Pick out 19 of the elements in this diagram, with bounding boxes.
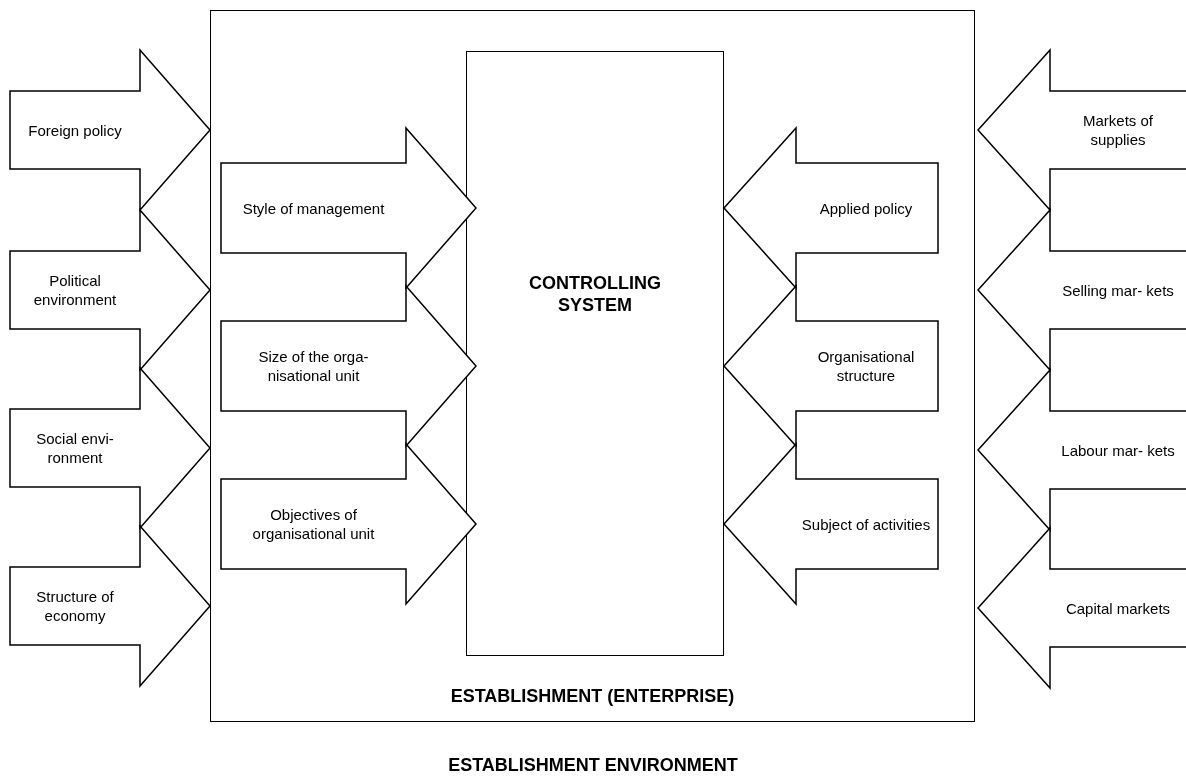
box-title: CONTROLLING SYSTEM bbox=[528, 272, 662, 316]
arrow-label: Capital markets bbox=[1064, 598, 1172, 618]
arrow-label: Labour mar- kets bbox=[1060, 440, 1176, 460]
environment-label: ESTABLISHMENT ENVIRONMENT bbox=[447, 755, 739, 776]
arrow-label: Applied policy bbox=[818, 198, 914, 218]
arrow-label: Subject of activities bbox=[800, 514, 932, 534]
arrow-label: Political environment bbox=[32, 271, 118, 309]
box-title: ESTABLISHMENT (ENTERPRISE) bbox=[449, 685, 736, 707]
arrow-label: Social envi- ronment bbox=[35, 429, 115, 467]
arrow-label: Structure of economy bbox=[35, 587, 115, 625]
arrow-label: Markets of supplies bbox=[1082, 111, 1154, 149]
arrow-label: Organisational structure bbox=[816, 347, 916, 385]
arrow-label: Objectives of organisational unit bbox=[251, 505, 376, 543]
arrow-label: Foreign policy bbox=[27, 120, 123, 140]
arrow-label: Style of management bbox=[241, 198, 386, 218]
arrow-label: Selling mar- kets bbox=[1061, 280, 1175, 300]
arrow-label: Size of the orga- nisational unit bbox=[257, 347, 370, 385]
controlling-system-box bbox=[466, 51, 724, 656]
establishment-box bbox=[210, 10, 975, 722]
